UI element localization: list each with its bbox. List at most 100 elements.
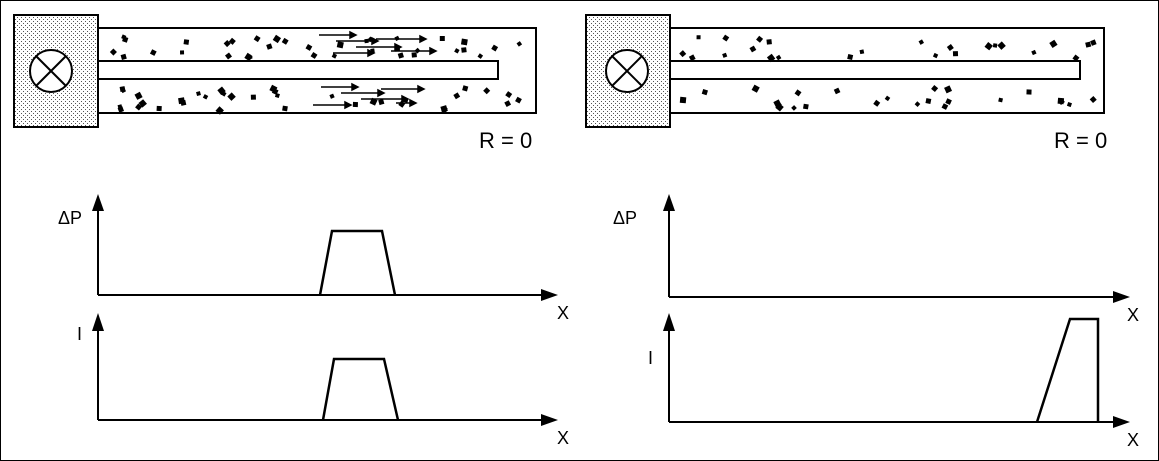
pressure-pulse-left [318,229,397,296]
arrow-head-icon [409,98,418,108]
particle [253,35,261,43]
particle [411,52,417,58]
particle [134,91,143,100]
particle [462,85,469,92]
particle [491,44,499,52]
particle [992,43,998,48]
speaker-icon [13,14,99,128]
arrow-head-icon [377,88,386,98]
particle [281,37,289,45]
arrow-head-icon [371,36,380,46]
particle [751,84,760,93]
particle [803,103,809,110]
particle [477,53,484,59]
particle [282,105,288,112]
pressure-axis-label-left: ΔP [58,208,82,228]
particle [833,87,841,95]
arrow-head-icon [351,82,360,92]
particle [1057,97,1065,106]
arrow-head-icon [1113,291,1130,303]
particle [931,84,939,93]
speaker-icon [585,14,671,128]
current-pulse-left [321,357,400,421]
particle [1072,54,1080,62]
particle [274,93,280,98]
particle [941,103,949,110]
particle [1085,41,1092,48]
particle [120,53,127,60]
particle [756,35,764,43]
particle [775,54,782,61]
particle [331,53,338,59]
particles-right [679,34,1097,112]
particle [701,89,708,96]
particle [945,98,952,105]
current-graph-left: I X [77,313,569,448]
particle [441,106,448,113]
arrow-head-icon [541,289,558,301]
arrow-head-icon [1113,416,1130,428]
current-graph-right: I X [648,313,1139,450]
particle [215,106,224,115]
current-ramp-right [1035,317,1100,423]
particle [202,94,209,100]
particle [460,38,468,46]
particle [794,89,802,97]
particle [515,96,522,104]
particle [873,99,881,107]
particle [847,54,854,60]
particle [225,52,233,60]
particle [859,49,865,55]
particle [1026,89,1032,95]
particle [178,97,185,105]
particle [439,36,445,41]
particle [453,92,461,100]
particle [305,44,313,51]
particle [310,51,318,59]
particle [997,41,1006,50]
particle [269,84,278,93]
left-panel: R = 0 ΔP X I X [13,14,569,448]
particle [378,98,385,106]
arrow-head-icon [429,46,438,56]
particle [397,52,404,59]
particle [454,48,460,54]
particle [749,45,757,53]
particle [925,98,932,104]
x-axis-label-right-top: X [1127,305,1139,325]
particle [329,93,335,99]
particle [516,41,523,47]
particle [679,50,687,58]
arrow-head-icon [367,48,376,58]
particle [223,39,231,48]
particle [722,52,728,58]
particle [918,39,924,45]
arrow-head-icon [394,42,403,52]
particle [722,34,730,42]
particle [688,54,696,62]
arrow-head-icon [349,30,358,40]
pressure-axis-label-right: ΔP [613,208,637,228]
current-axis-label-right: I [648,348,653,368]
x-axis-label-right-bottom: X [1127,430,1139,450]
particle [119,86,126,92]
particle [1090,39,1097,46]
particle [998,97,1003,103]
resistance-label-left: R = 0 [479,128,532,153]
particle [932,52,939,59]
arrow-head-icon [401,94,410,104]
particle [228,37,236,45]
particle [266,43,273,50]
particle [122,36,129,43]
particle [504,100,512,107]
particle [791,105,797,111]
current-axis-label-left: I [77,324,82,344]
particle [766,39,772,45]
arrow-head-icon [419,34,428,44]
particle [483,87,491,95]
particle [183,39,190,45]
particle [336,41,344,49]
particle [196,91,201,96]
particle [1049,39,1058,48]
arrow-head-icon [663,313,675,331]
